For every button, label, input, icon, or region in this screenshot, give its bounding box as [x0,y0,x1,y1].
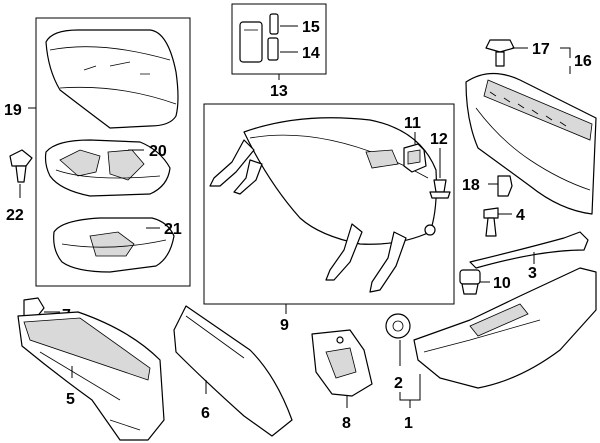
callout-3: 3 [528,265,537,282]
group-box-19 [35,17,191,287]
grommet-18 [497,175,513,197]
callout-17: 17 [532,41,550,58]
bulb-part-15 [267,13,279,61]
clip-4 [483,207,499,237]
callout-14: 14 [302,45,320,62]
callout-1: 1 [404,415,413,432]
panel-6 [173,305,293,437]
callout-10: 10 [493,275,511,292]
trim-panel-5 [17,311,165,441]
callout-13: 13 [270,83,288,100]
callout-9: 9 [280,317,289,334]
weatherstrip-3 [469,231,589,269]
callout-16: 16 [574,53,592,70]
floor-cover [45,29,179,129]
package-tray [209,117,437,293]
bracket-11 [403,143,427,173]
callout-18: 18 [462,177,480,194]
storage-tray [53,217,175,273]
callout-2: 2 [394,375,403,392]
bracket-8 [311,329,373,397]
callout-21: 21 [164,221,182,238]
grommet-2 [385,313,411,339]
callout-6: 6 [201,405,210,422]
latch-part-14 [239,21,263,63]
callout-22: 22 [6,207,24,224]
callout-15: 15 [302,19,320,36]
trunk-trim-1 [413,267,597,389]
clip-7 [23,297,45,319]
callout-4: 4 [516,207,525,224]
nut-10 [459,269,481,295]
side-trim-panel [465,72,597,215]
foam-tray [44,139,171,197]
callout-19: 19 [4,102,22,119]
callout-5: 5 [66,391,75,408]
fastener-12 [429,179,451,199]
group-box-9 [203,103,455,305]
callout-11: 11 [404,115,421,132]
clip-17 [485,39,515,67]
callout-12: 12 [430,131,448,148]
clip-22 [9,149,33,183]
callout-20: 20 [149,143,167,160]
callout-8: 8 [342,415,351,432]
